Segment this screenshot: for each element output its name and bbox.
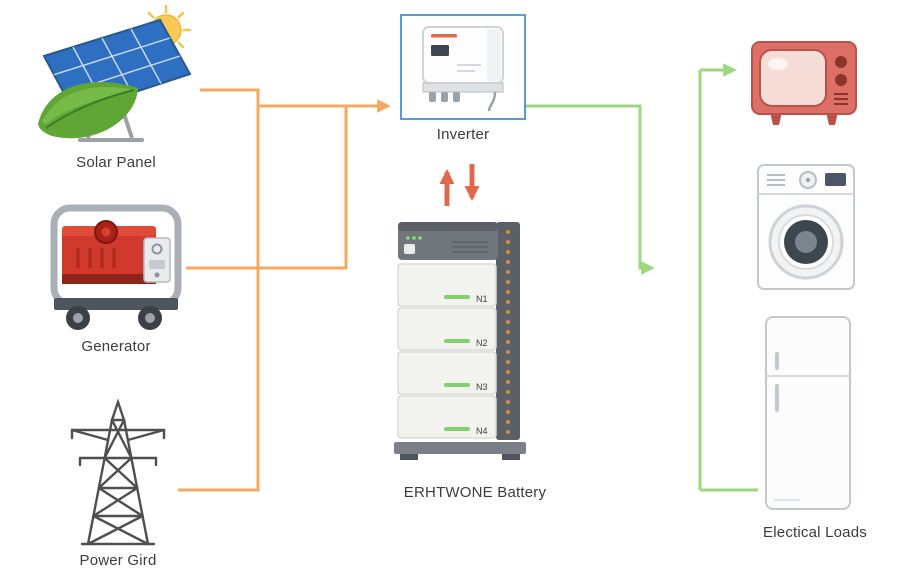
battery-module-label: N3	[476, 382, 488, 392]
solar-panel	[32, 4, 200, 157]
electrical-loads-label: Electical Loads	[763, 524, 867, 541]
washing-machine-icon	[757, 164, 855, 290]
solar-to-inverter-arrow	[200, 88, 391, 113]
battery-module-label: N2	[476, 338, 488, 348]
inverter-to-loads-arrow	[526, 104, 655, 275]
refrigerator	[762, 314, 854, 521]
battery-module-label: N1	[476, 294, 488, 304]
inverter-box	[400, 14, 526, 120]
battery-module: N3	[397, 351, 497, 395]
battery-module: N1	[397, 263, 497, 307]
battery-module: N2	[397, 307, 497, 351]
tv-icon	[751, 41, 857, 125]
inverter-label: Inverter	[436, 126, 490, 143]
battery-label: ERHTWONE Battery	[403, 484, 547, 501]
battery-icon: N1 N2 N3 N4	[394, 222, 526, 460]
battery-module-label: N4	[476, 426, 488, 436]
tv	[748, 36, 860, 133]
power-grid-tower-icon	[70, 398, 166, 546]
solar-panel-icon	[38, 4, 192, 142]
generator-to-inverter-arrow	[186, 106, 348, 270]
generator	[46, 200, 186, 340]
refrigerator-icon	[765, 316, 851, 510]
generator-icon	[50, 204, 182, 330]
battery: N1 N2 N3 N4	[392, 216, 534, 466]
inverter-icon	[422, 26, 504, 112]
power-grid-label: Power Gird	[79, 552, 157, 569]
solar-panel-label: Solar Panel	[76, 154, 156, 171]
power-grid	[58, 392, 178, 557]
battery-module: N4	[397, 395, 497, 439]
generator-label: Generator	[81, 338, 151, 355]
washing-machine	[755, 162, 857, 297]
